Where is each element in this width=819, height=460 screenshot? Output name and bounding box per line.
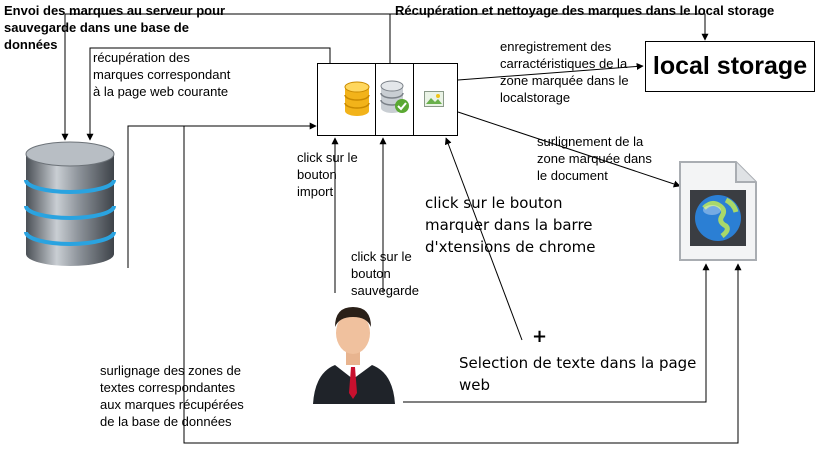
local-storage-label: local storage	[652, 52, 808, 80]
extension-toolbar	[317, 63, 458, 136]
label-highlight-db-zones: surlignage des zones de textes correspon…	[100, 363, 244, 429]
arrow-click-mark	[444, 137, 523, 341]
label-click-mark: click sur le bouton marquer dans la barr…	[425, 194, 596, 256]
label-click-save: click sur le bouton sauvegarde	[351, 249, 419, 298]
businessman-icon	[305, 293, 402, 404]
label-click-import: click sur le bouton import	[297, 150, 358, 199]
arrow-highlight-db-zones	[183, 126, 742, 444]
save-button[interactable]	[376, 64, 414, 135]
database-icon	[24, 141, 116, 266]
label-save-characteristics: enregistrement des carractéristiques de …	[500, 39, 629, 105]
arrow-highlight-document	[457, 111, 681, 188]
label-retrieval-cleanup: Récupération et nettoyage des marques da…	[395, 3, 775, 18]
import-button[interactable]	[318, 64, 376, 135]
label-text-selection: Selection de texte dans la page web	[459, 354, 697, 394]
database-check-icon	[380, 80, 409, 113]
arrow-retrieval-current-page	[86, 47, 331, 141]
arrow-retrieval-cleanup	[390, 13, 709, 41]
arrow-text-selection	[403, 263, 710, 403]
label-highlight-document: surlignement de la zone marquée dans le …	[537, 134, 652, 183]
arrow-save-characteristics	[457, 62, 644, 81]
label-send-server: Envoi des marques au serveur pour sauveg…	[4, 3, 226, 52]
local-storage-node: local storage	[645, 41, 815, 92]
arrow-db-to-toolbar	[127, 122, 317, 268]
picture-icon	[424, 91, 444, 107]
arrow-send-server	[61, 13, 391, 141]
mark-button[interactable]	[414, 64, 457, 135]
selection-point-marker: +	[532, 326, 548, 347]
database-icon	[344, 81, 370, 116]
globe-document-icon	[679, 161, 757, 261]
label-retrieval-current-page: récupération des marques correspondant à…	[93, 50, 231, 99]
